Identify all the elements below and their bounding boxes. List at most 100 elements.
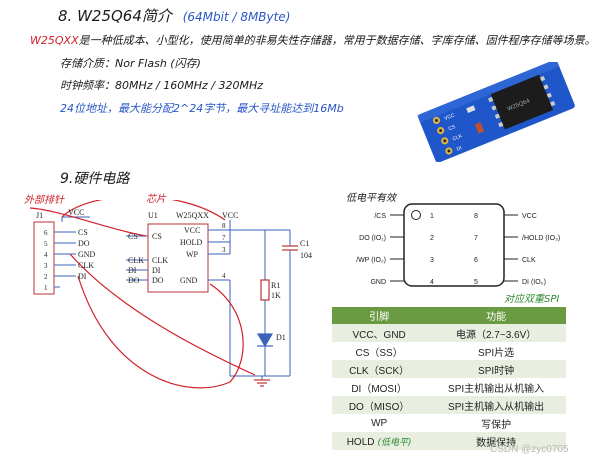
j1-vcc: VCC — [68, 208, 84, 217]
label-external-header: 外部排针 — [24, 195, 64, 206]
table-row: DI（MOSI）SPI主机输出从机输入 — [332, 378, 566, 396]
desc-line-2: 存储介质：Nor Flash (闪存) — [60, 57, 201, 70]
j1-pin-num: 3 — [44, 262, 48, 270]
u1-vcc: VCC — [222, 211, 238, 220]
label-dual-spi: 对应双重SPI — [504, 294, 560, 305]
u1-pin-num: 7 — [222, 234, 226, 242]
pinout-left-name: /WP (IO₂) — [356, 257, 386, 264]
desc-line-4: 24位地址，最大能分配2^24字节，最大寻址能达到16Mb — [60, 102, 344, 115]
table-cell: SPI片选 — [426, 342, 566, 360]
j1-pin-num: 2 — [44, 273, 48, 281]
pin-lines — [390, 214, 518, 282]
u1-left-pin: DI — [152, 266, 161, 275]
j1-pin-num: 5 — [44, 240, 48, 248]
u1-right-pin: WP — [186, 250, 199, 259]
table-header: 引脚 — [332, 307, 427, 324]
schematic: J1 VCC 6 5 4 3 2 1 CS DO GND CLK DI U1 W… — [29, 200, 312, 389]
r1-body — [260, 279, 270, 301]
pinout-right-num: 8 — [474, 213, 478, 220]
u1-outer-label: CLK — [128, 256, 144, 265]
u1-left-pin: CS — [152, 232, 162, 241]
pinout-right-num: 6 — [474, 257, 478, 264]
u1-outer-label: DO — [128, 276, 140, 285]
module-pin-label: CS — [448, 124, 457, 132]
table-cell: CLK（SCK） — [332, 360, 427, 378]
j1-pin-name: CLK — [78, 261, 94, 270]
wires — [33, 216, 291, 380]
table-cell: 写保护 — [426, 414, 566, 432]
c1-value: 104 — [300, 251, 312, 260]
table-cell: HOLD(低电平) — [332, 432, 427, 450]
u1-right-pin: GND — [180, 276, 198, 285]
table-cell: VCC、GND — [332, 324, 427, 342]
d1-ref: D1 — [276, 333, 286, 342]
table-cell: SPI主机输入从机输出 — [426, 396, 566, 414]
j1-pin-name: GND — [78, 250, 96, 259]
j1-ref: J1 — [36, 211, 43, 220]
u1-part: W25QXX — [176, 211, 209, 220]
flash-chip — [490, 74, 554, 130]
table-cell: 数据保持 — [426, 432, 566, 450]
module-photo: VCC CS CLK DI W25Q64 — [417, 62, 575, 162]
pin1-dot — [411, 210, 421, 220]
u1-left-pin: CLK — [152, 256, 168, 265]
table-cell: SPI时钟 — [426, 360, 566, 378]
r1-value: 1K — [271, 291, 281, 300]
u1-pin-num: 8 — [222, 222, 226, 230]
pinout-diagram: /CS DO (IO₁) /WP (IO₂) GND 1 2 3 4 8 7 6… — [356, 203, 560, 287]
module-pin-label: DI — [456, 145, 463, 152]
u1-pin-num: 3 — [222, 246, 226, 254]
desc-text-1: 是一种低成本、小型化，使用简单的非易失性存储器，常用于数据存储、字库存储、固件程… — [78, 34, 596, 47]
table-row: CLK（SCK）SPI时钟 — [332, 360, 566, 378]
table-cell: DI（MOSI） — [332, 378, 427, 396]
table-cell-text: HOLD — [346, 436, 375, 448]
hold-note: (低电平) — [377, 437, 412, 448]
pinout-left-num: 1 — [430, 213, 434, 220]
label-active-low: 低电平有效 — [346, 193, 396, 204]
j1-pin-num: 6 — [44, 229, 48, 237]
pinout-left-name: GND — [370, 279, 386, 286]
heading-text: 8. W25Q64简介 — [58, 7, 172, 25]
u1-right-pin: VCC — [184, 226, 200, 235]
pinout-right-name: CLK — [522, 257, 536, 264]
table-cell: SPI主机输出从机输入 — [426, 378, 566, 396]
c1-ref: C1 — [300, 239, 309, 248]
section-8-heading: 8. W25Q64简介 (64Mbit / 8MByte) — [58, 5, 290, 26]
pinout-left-num: 4 — [430, 279, 434, 286]
table-header: 功能 — [426, 307, 566, 324]
pinout-right-name: VCC — [522, 213, 537, 220]
table-row: CS（SS）SPI片选 — [332, 342, 566, 360]
u1-pin-num: 4 — [222, 272, 226, 280]
module-header-pins — [432, 116, 453, 155]
u1-outer-label: CS — [128, 232, 138, 241]
section-9-heading: 9.硬件电路 — [60, 171, 130, 187]
watermark: CSDN @zyc0705 — [490, 444, 569, 455]
components — [254, 245, 298, 387]
hand-annotations — [29, 200, 256, 389]
table-row: HOLD(低电平)数据保持 — [332, 432, 566, 450]
pinout-right-name: /HOLD (IO₃) — [522, 235, 560, 242]
pinout-left-name: DO (IO₁) — [359, 235, 386, 242]
table-row: DO（MISO）SPI主机输入从机输出 — [332, 396, 566, 414]
model-tag: W25QXX — [30, 34, 79, 47]
pinout-left-name: /CS — [374, 213, 386, 220]
table-cell: WP — [332, 414, 427, 432]
pinout-right-num: 5 — [474, 279, 478, 286]
u1-right-pin: HOLD — [180, 238, 202, 247]
j1-pin-name: DI — [78, 272, 87, 281]
table-header-row: 引脚 功能 — [332, 307, 566, 324]
pinout-left-num: 3 — [430, 257, 434, 264]
desc-line-1: W25QXX是一种低成本、小型化，使用简单的非易失性存储器，常用于数据存储、字库… — [30, 32, 602, 48]
table-cell: CS（SS） — [332, 342, 427, 360]
pinout-right-num: 7 — [474, 235, 478, 242]
j1-pin-name: CS — [78, 228, 88, 237]
table-cell: DO（MISO） — [332, 396, 427, 414]
j1-pin-name: DO — [78, 239, 90, 248]
chip-outline — [403, 203, 505, 287]
table-cell: 电源（2.7~3.6V） — [426, 324, 566, 342]
j1-pin-num: 1 — [44, 284, 48, 292]
j1-pin-num: 4 — [44, 251, 48, 259]
